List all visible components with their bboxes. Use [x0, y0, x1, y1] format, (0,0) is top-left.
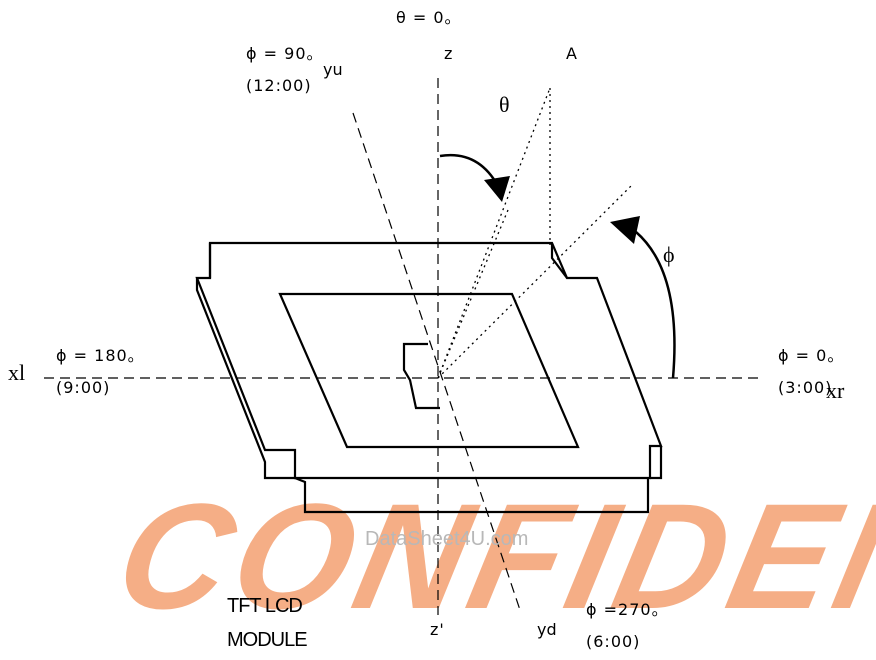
module-frame-notch-right — [550, 243, 568, 279]
label-theta: θ — [499, 92, 510, 117]
label-module-line2: MODULE — [227, 629, 308, 651]
module-outer-frame — [195, 241, 663, 480]
label-a: A — [566, 44, 578, 63]
label-time-9: (9:00) — [56, 378, 111, 397]
label-phi-270: ϕ =270。 — [586, 600, 669, 619]
label-theta-zero: θ = 0。 — [396, 8, 462, 27]
phi-arrow — [635, 231, 676, 379]
label-z: z — [444, 44, 454, 63]
label-time-3: (3:00) — [778, 378, 833, 397]
view-line-a — [437, 87, 551, 379]
module-frame-left-edge — [195, 278, 295, 480]
module-frame-right-bottom — [650, 446, 663, 480]
label-time-12: (12:00) — [246, 76, 312, 95]
center-mark — [402, 342, 440, 410]
module-bottom-plate — [294, 476, 650, 514]
label-xr: xr — [826, 378, 845, 403]
label-time-6: (6:00) — [586, 632, 641, 651]
y-axis — [352, 112, 521, 611]
label-yd: yd — [537, 620, 557, 639]
label-xl: xl — [8, 360, 26, 385]
label-z-prime: z' — [430, 620, 445, 639]
label-phi-180: ϕ = 180。 — [56, 346, 145, 365]
theta-arrowhead — [484, 176, 510, 202]
label-module-line1: TFT LCD — [227, 595, 303, 617]
phi-arrowhead — [610, 216, 640, 244]
label-phi-0: ϕ = 0。 — [778, 346, 845, 365]
label-phi: ϕ — [663, 242, 675, 267]
view-line-phi — [437, 184, 633, 379]
label-yu: yu — [323, 60, 343, 79]
label-phi-90: ϕ = 90。 — [246, 44, 324, 63]
datasheet-watermark: DataSheet4U.com — [365, 528, 529, 550]
active-area — [278, 292, 580, 449]
